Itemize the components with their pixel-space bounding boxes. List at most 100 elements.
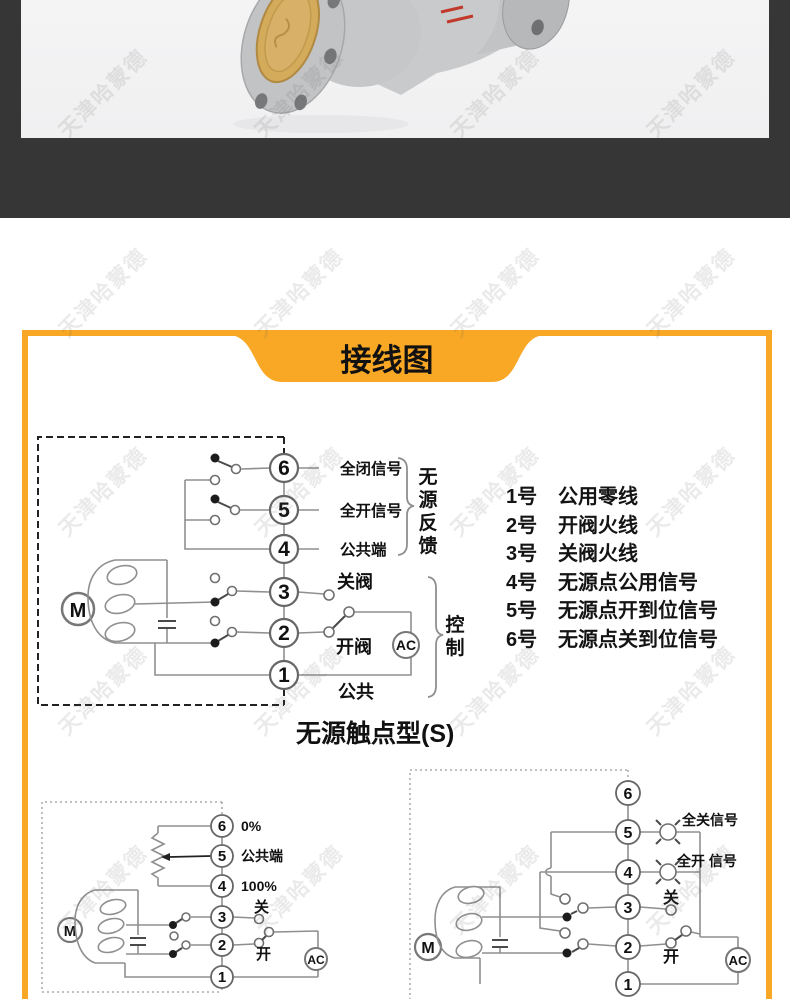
feedback-char-2: 源: [418, 488, 437, 511]
ac-label: AC: [307, 953, 325, 967]
capacitor: [130, 890, 146, 954]
terminal-6: 6: [278, 457, 290, 480]
label-open: 开: [663, 948, 679, 966]
valve-photo: [21, 0, 770, 138]
capacitor: [158, 560, 176, 643]
control-char-1: 控: [445, 613, 464, 636]
legend-desc: 关阀火线: [558, 543, 638, 565]
legend-row: 6号无源点关到位信号: [506, 626, 718, 655]
terminal-5: 5: [624, 825, 633, 842]
terminal-block: 6 5 4 3 2 1: [615, 780, 641, 997]
legend-no: 3号: [506, 543, 538, 565]
legend-desc: 无源点公用信号: [558, 571, 698, 594]
ac-source: AC: [392, 631, 420, 659]
dark-left-margin: [0, 0, 21, 138]
label-full-open-signal: 全开 信号: [676, 853, 737, 869]
limit-switches: [209, 453, 355, 648]
ac-label: AC: [729, 953, 748, 968]
dark-separator-band: [0, 138, 790, 218]
dark-right-margin: [769, 0, 790, 138]
legend-no: 6号: [506, 628, 538, 651]
banner-tab: 接线图: [228, 335, 546, 382]
terminal-block: 6 5 4 3 2 1: [210, 814, 234, 989]
motor: M: [57, 889, 138, 964]
legend-no: 1号: [506, 486, 538, 508]
label-close-valve: 关阀: [337, 571, 373, 592]
valve-illustration: [233, 0, 570, 133]
terminal-5: 5: [278, 499, 290, 522]
label-full-close-signal: 全闭信号: [339, 459, 402, 478]
terminal-3: 3: [278, 581, 290, 604]
ac-label: AC: [396, 637, 416, 653]
terminal-2: 2: [278, 622, 290, 645]
legend-row: 1号公用零线: [506, 483, 718, 512]
right-wiring-diagram: M: [409, 769, 751, 999]
label-close: 关: [254, 898, 269, 916]
ac-source: AC: [304, 947, 328, 971]
legend-no: 4号: [506, 571, 538, 594]
watermark: 天津哈蒙德: [54, 244, 153, 342]
terminal-block: 6 5 4 3 2 1: [268, 452, 300, 691]
legend-no: 2号: [506, 514, 538, 537]
legend-desc: 无源点关到位信号: [558, 628, 718, 651]
valve-right-flange: [502, 0, 570, 50]
wiring-diagram-panel: 接线图 M: [22, 330, 772, 999]
label-open-valve: 开阀: [336, 636, 372, 657]
watermark: 天津哈蒙德: [642, 244, 741, 342]
label-common-terminal: 公共端: [340, 540, 387, 559]
feedback-char-4: 馈: [418, 534, 437, 557]
valve-left-flange: [240, 0, 346, 114]
legend-row: 2号开阀火线: [506, 512, 718, 541]
motor: M: [413, 885, 500, 962]
legend-desc: 开阀火线: [558, 514, 638, 537]
terminal-3: 3: [218, 909, 226, 926]
motor: M: [60, 559, 167, 644]
legend-row: 5号无源点开到位信号: [506, 597, 718, 626]
terminal-4: 4: [278, 538, 290, 561]
left-wiring-diagram: M: [41, 801, 328, 993]
main-wiring-diagram: M: [37, 436, 465, 706]
motor-label: M: [421, 940, 434, 957]
page-title: 接线图: [341, 343, 434, 378]
terminal-1: 1: [218, 969, 226, 986]
terminal-3: 3: [624, 900, 633, 917]
legend-no: 5号: [506, 600, 538, 622]
legend-row: 4号无源点公用信号: [506, 569, 718, 598]
banner-tab-shape: [228, 335, 546, 382]
wiper-arrow: [161, 853, 170, 861]
feedback-group: 无 源 反 馈: [397, 457, 438, 557]
limit-switches: [169, 912, 275, 958]
label-open: 开: [256, 946, 271, 963]
ac-source: AC: [725, 947, 751, 973]
label-full-open-signal: 全开信号: [339, 501, 402, 520]
actuator-boundary: [409, 769, 629, 999]
label-0-percent: 0%: [241, 818, 262, 834]
feedback-char-1: 无: [418, 467, 437, 488]
terminal-2: 2: [218, 937, 226, 954]
watermark: 天津哈蒙德: [250, 244, 349, 342]
terminal-2: 2: [624, 940, 633, 957]
terminal-4: 4: [624, 865, 633, 882]
terminal-6: 6: [624, 786, 633, 803]
product-photo-section: [0, 0, 790, 138]
wiring: [124, 815, 319, 988]
feedback-char-3: 反: [418, 512, 437, 534]
limit-switches: [559, 893, 692, 958]
label-100-percent: 100%: [241, 878, 277, 894]
legend-row: 3号关阀火线: [506, 540, 718, 569]
terminal-5: 5: [218, 848, 226, 865]
terminal-legend: 1号公用零线 2号开阀火线 3号关阀火线 4号无源点公用信号 5号无源点开到位信…: [506, 483, 718, 654]
terminal-1: 1: [624, 977, 633, 994]
legend-desc: 无源点开到位信号: [558, 600, 718, 622]
valve-red-marking: [440, 5, 474, 24]
label-common: 公共: [338, 682, 374, 702]
motor-label: M: [70, 600, 87, 622]
main-diagram-caption: 无源触点型(S): [296, 720, 455, 748]
control-char-2: 制: [445, 636, 464, 659]
motor-label: M: [64, 923, 77, 940]
watermark: 天津哈蒙德: [446, 244, 545, 342]
actuator-boundary: [41, 801, 223, 993]
actuator-boundary: [37, 436, 284, 706]
label-full-close-signal: 全关信号: [681, 812, 738, 828]
